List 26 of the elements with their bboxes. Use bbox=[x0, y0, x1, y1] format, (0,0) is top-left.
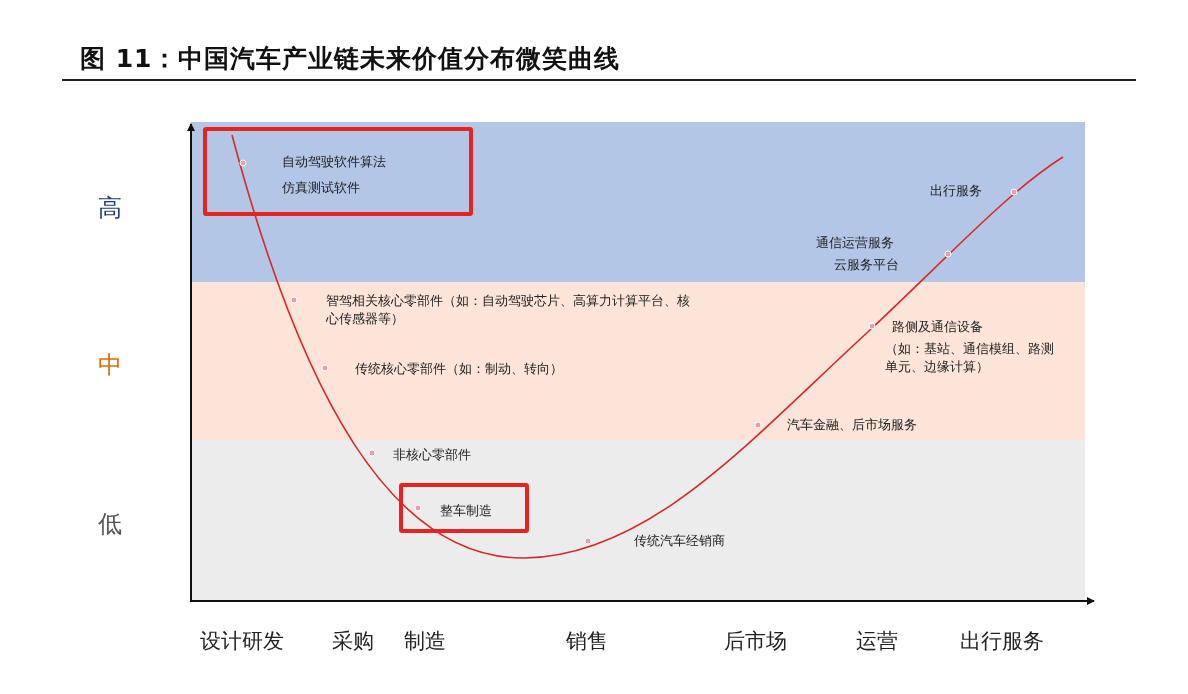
highlight-box bbox=[203, 127, 473, 216]
point-label: 云服务平台 bbox=[834, 256, 899, 274]
point-label: 传统汽车经销商 bbox=[634, 532, 725, 550]
value-level-label: 高 bbox=[98, 193, 122, 224]
axis-category-label: 制造 bbox=[404, 628, 446, 655]
axis-category-label: 后市场 bbox=[724, 628, 787, 655]
axis-category-label: 设计研发 bbox=[200, 628, 284, 655]
point-label: 传统核心零部件（如：制动、转向） bbox=[355, 360, 563, 378]
figure-title: 图 11：中国汽车产业链未来价值分布微笑曲线 bbox=[80, 43, 621, 75]
point-label: 仿真测试软件 bbox=[282, 179, 360, 197]
point-label: 自动驾驶软件算法 bbox=[282, 153, 386, 171]
point-label: 汽车金融、后市场服务 bbox=[787, 416, 917, 434]
point-label: （如：基站、通信模组、路测单元、边缘计算） bbox=[885, 340, 1055, 376]
value-level-label: 中 bbox=[98, 350, 122, 381]
axis-category-label: 采购 bbox=[332, 628, 374, 655]
point-label: 整车制造 bbox=[440, 502, 492, 520]
point-label: 智驾相关核心零部件（如：自动驾驶芯片、高算力计算平台、核心传感器等） bbox=[326, 292, 691, 328]
axis-category-label: 出行服务 bbox=[960, 628, 1044, 655]
point-label: 路侧及通信设备 bbox=[892, 318, 983, 336]
point-label: 出行服务 bbox=[930, 182, 982, 200]
point-label: 通信运营服务 bbox=[816, 234, 894, 252]
axis-category-label: 销售 bbox=[566, 628, 608, 655]
highlight-box bbox=[399, 483, 529, 533]
point-label: 非核心零部件 bbox=[393, 446, 471, 464]
axis-category-label: 运营 bbox=[856, 628, 898, 655]
value-level-label: 低 bbox=[98, 509, 122, 540]
